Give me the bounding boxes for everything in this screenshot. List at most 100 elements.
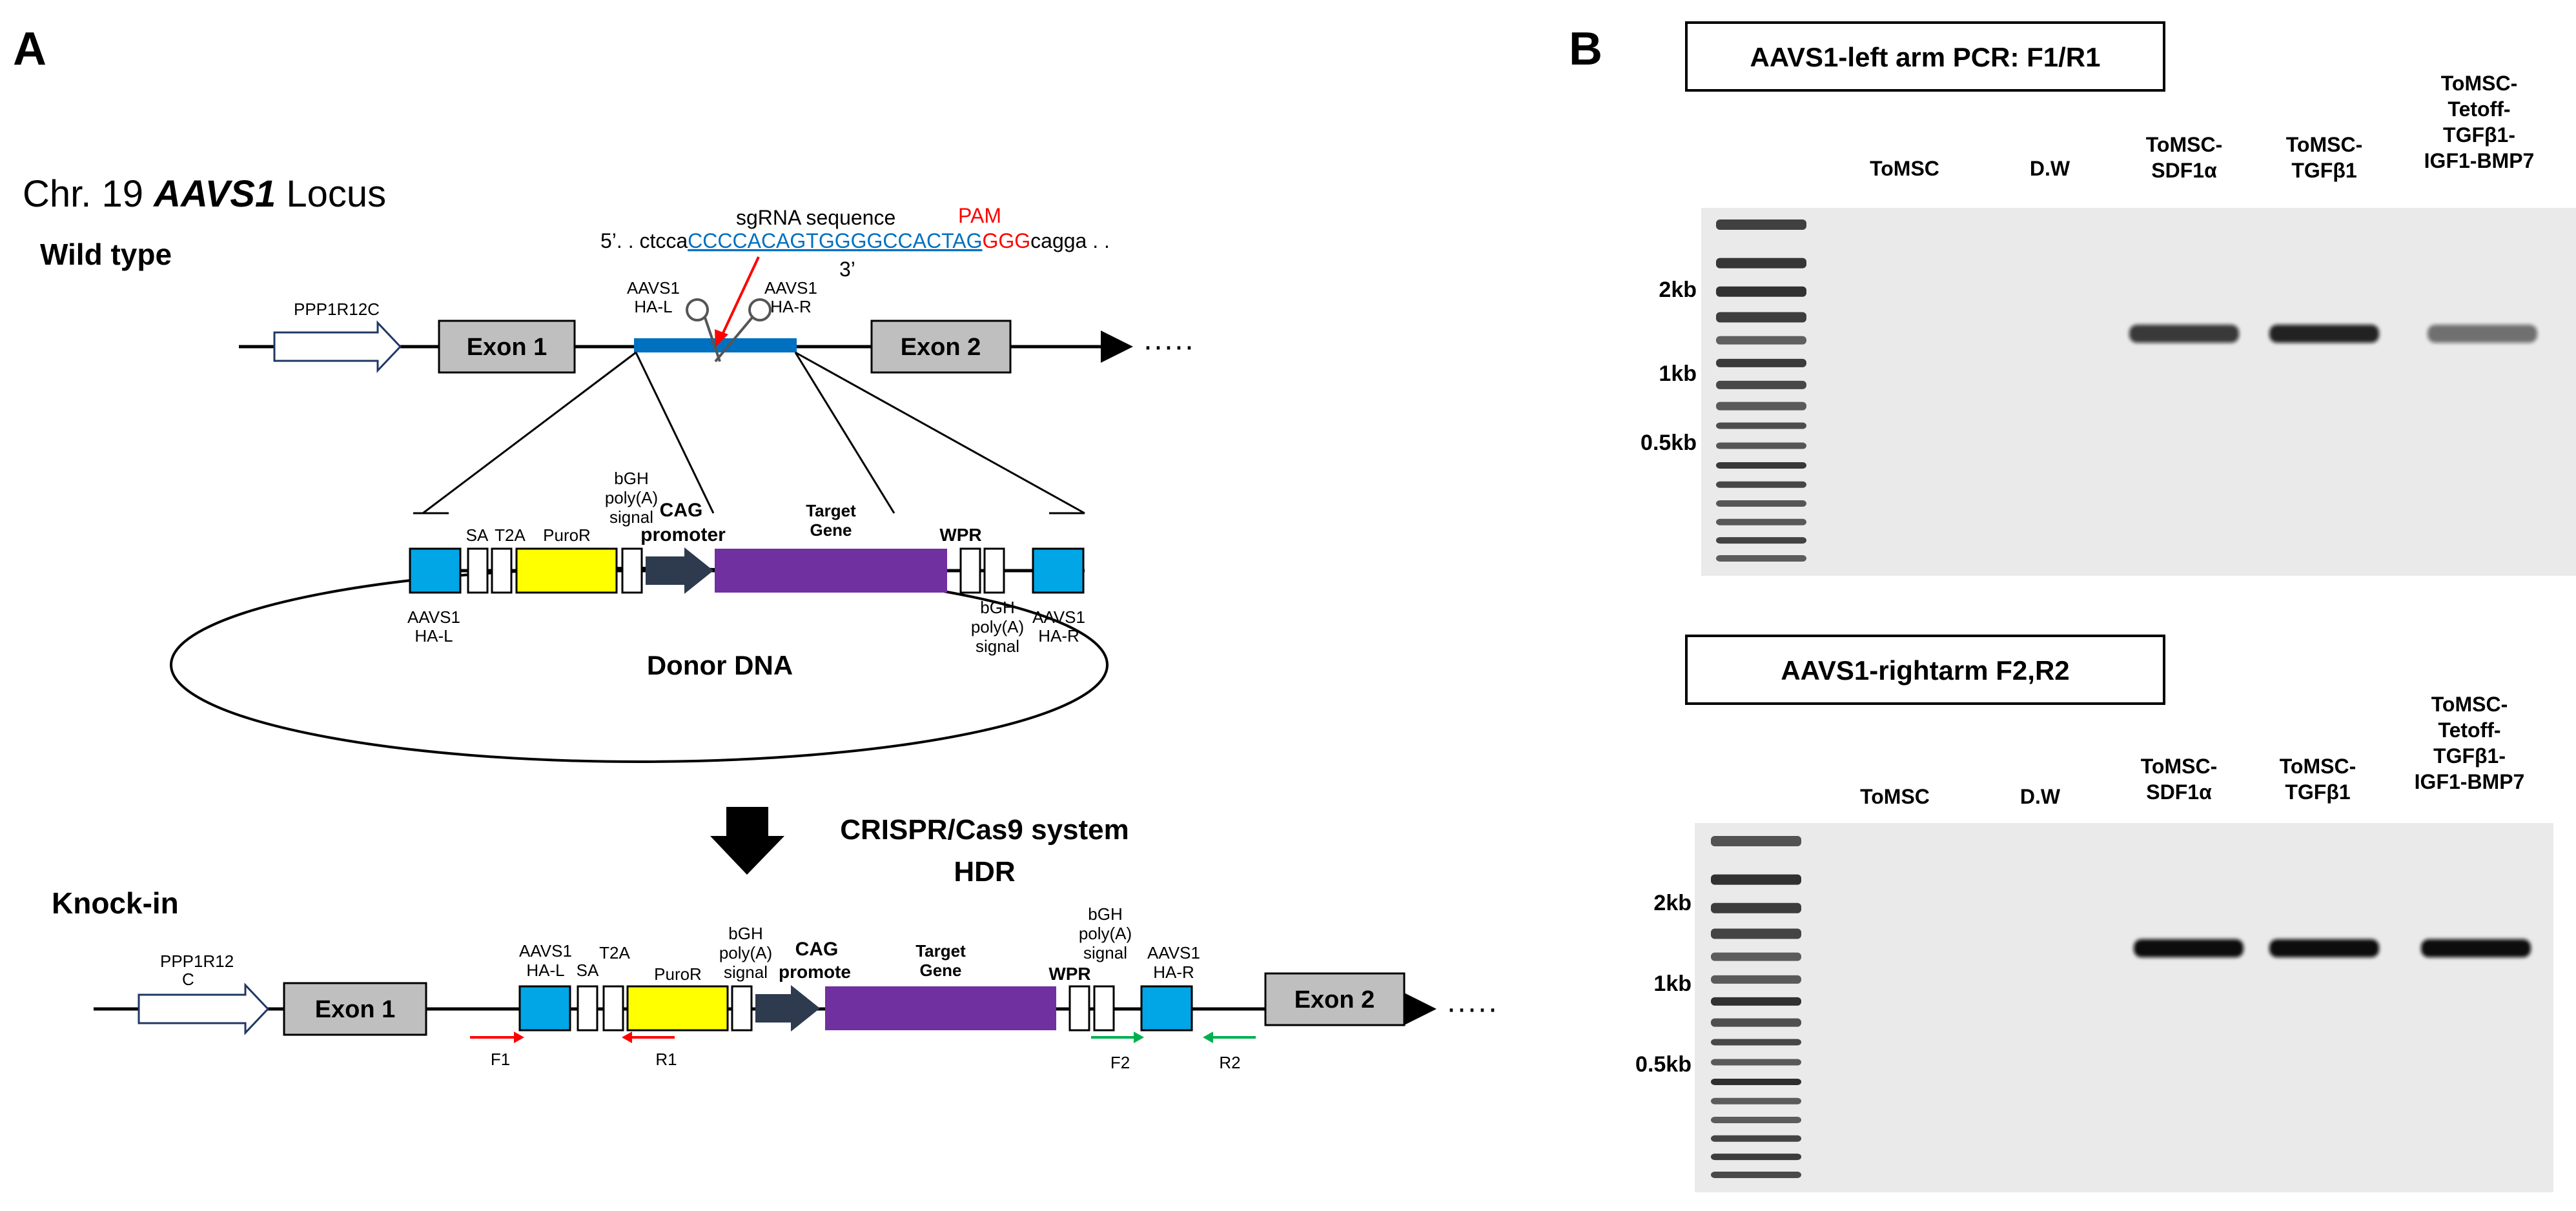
svg-text:Exon 1: Exon 1 — [315, 996, 396, 1023]
donor-sa — [468, 549, 487, 593]
crispr-label: CRISPR/Cas9 system — [840, 814, 1129, 846]
ki-ppp1r12c-arrow: PPP1R12 C — [139, 952, 268, 1033]
ladder-band — [1716, 258, 1806, 269]
svg-text:1kb: 1kb — [1653, 972, 1692, 996]
svg-text:TGFβ1: TGFβ1 — [2291, 159, 2356, 182]
ladder-band — [1711, 1098, 1801, 1104]
donor-ha-r — [1033, 549, 1083, 593]
primer-f1-arrow: F1 — [470, 1032, 524, 1069]
svg-text:ToMSC: ToMSC — [1860, 785, 1930, 808]
svg-text:SA: SA — [466, 525, 489, 545]
ladder-band — [1711, 903, 1801, 913]
svg-text:Exon 2: Exon 2 — [901, 334, 981, 361]
primer-r1-arrow: R1 — [622, 1032, 677, 1069]
ki-t2a — [604, 986, 623, 1030]
ladder-band — [1711, 1135, 1801, 1142]
ladder-band — [1711, 1039, 1801, 1045]
ki-labels: AAVS1 HA-L SA T2A PuroR bGH poly(A) sign… — [519, 904, 1200, 984]
panel-b: B AAVS1-left arm PCR: F1/R1 ToMSC D.W To… — [1569, 23, 2576, 1192]
pcr-band — [2428, 325, 2537, 343]
ki-ha-r — [1141, 986, 1192, 1030]
ladder-band — [1716, 381, 1806, 389]
svg-text:0.5kb: 0.5kb — [1641, 431, 1697, 455]
ladder-band — [1711, 928, 1801, 939]
svg-text:2kb: 2kb — [1659, 278, 1697, 302]
ladder-band — [1711, 1172, 1801, 1178]
svg-text:HA-L: HA-L — [526, 961, 564, 980]
locus-title: Chr. 19 AAVS1 Locus — [23, 173, 386, 215]
ladder-band — [1716, 422, 1806, 429]
ki-target-gene — [825, 986, 1056, 1030]
svg-text:D.W: D.W — [2020, 785, 2061, 808]
ki-dots: ····· — [1446, 992, 1498, 1026]
svg-text:TGFβ1-: TGFβ1- — [2433, 744, 2506, 768]
ladder-band — [1716, 219, 1806, 230]
svg-text:bGH: bGH — [1088, 904, 1122, 924]
svg-text:AAVS1: AAVS1 — [407, 607, 460, 627]
svg-text:IGF1-BMP7: IGF1-BMP7 — [2424, 149, 2535, 172]
svg-text:HA-R: HA-R — [770, 297, 812, 316]
gel-2-image — [1695, 823, 2553, 1192]
ki-exon-1: Exon 1 — [284, 983, 426, 1035]
svg-text:poly(A): poly(A) — [1079, 924, 1132, 943]
svg-text:0.5kb: 0.5kb — [1635, 1052, 1692, 1077]
svg-text:HA-L: HA-L — [414, 626, 453, 646]
svg-text:signal: signal — [976, 636, 1019, 656]
ladder-band — [1716, 462, 1806, 469]
gel-1-bands — [2129, 325, 2537, 343]
ladder-band — [1711, 1079, 1801, 1085]
svg-text:CAG: CAG — [660, 500, 703, 521]
svg-text:PuroR: PuroR — [654, 964, 702, 984]
ladder-band — [1716, 555, 1806, 562]
pcr-band — [2134, 939, 2244, 957]
ladder-band — [1716, 537, 1806, 544]
svg-text:Tetoff-: Tetoff- — [2438, 718, 2500, 742]
svg-text:Exon 1: Exon 1 — [467, 334, 547, 361]
gel-1-markers: 2kb 1kb 0.5kb — [1641, 278, 1697, 455]
ladder-band — [1711, 997, 1801, 1006]
gel-2-markers: 2kb 1kb 0.5kb — [1635, 891, 1692, 1077]
seq-3prime: 3’ — [839, 258, 855, 281]
ladder-band — [1716, 482, 1806, 488]
svg-text:F1: F1 — [491, 1050, 510, 1069]
svg-text:AAVS1: AAVS1 — [1147, 943, 1200, 962]
ladder-band — [1711, 953, 1801, 961]
ladder-band — [1716, 443, 1806, 449]
panel-a: A Chr. 19 AAVS1 Locus Wild type sgRNA se… — [13, 23, 1498, 1072]
svg-text:AAVS1-rightarm F2,R2: AAVS1-rightarm F2,R2 — [1781, 655, 2069, 686]
wt-ppp1r12c-arrow: PPP1R12C — [274, 300, 400, 371]
svg-text:TGFβ1-: TGFβ1- — [2443, 123, 2515, 147]
donor-ha-l — [410, 549, 460, 593]
ki-puror — [628, 986, 728, 1030]
svg-text:C: C — [182, 970, 194, 989]
svg-text:R1: R1 — [655, 1050, 677, 1069]
ladder-band — [1716, 500, 1806, 507]
svg-text:2kb: 2kb — [1653, 891, 1692, 915]
svg-text:IGF1-BMP7: IGF1-BMP7 — [2415, 770, 2525, 793]
knock-in-label: Knock-in — [52, 886, 179, 920]
svg-text:PuroR: PuroR — [543, 525, 591, 545]
svg-text:SDF1α: SDF1α — [2151, 159, 2217, 182]
hdr-label: HDR — [954, 856, 1015, 888]
ladder-band — [1711, 836, 1801, 846]
gel-2-lane-labels: ToMSC D.W ToMSC- SDF1α ToMSC- TGFβ1 ToMS… — [1860, 693, 2524, 808]
wt-ha-l-label: AAVS1 HA-L — [627, 278, 680, 316]
svg-text:AAVS1: AAVS1 — [519, 941, 572, 961]
svg-text:AAVS1: AAVS1 — [627, 278, 680, 298]
svg-text:TGFβ1: TGFβ1 — [2285, 780, 2350, 804]
svg-text:Target: Target — [915, 941, 966, 961]
svg-text:ToMSC: ToMSC — [1870, 157, 1939, 180]
wt-exon-1: Exon 1 — [439, 321, 575, 372]
ladder-band — [1716, 287, 1806, 297]
svg-text:WPR: WPR — [939, 525, 981, 545]
pcr-band — [2269, 325, 2379, 343]
svg-text:WPR: WPR — [1048, 964, 1090, 984]
svg-text:promoter: promoter — [640, 524, 726, 545]
wt-dots: ····· — [1143, 329, 1194, 363]
primer-r2-arrow: R2 — [1203, 1032, 1256, 1072]
donor-dna-label: Donor DNA — [647, 650, 793, 680]
sgrna-label: sgRNA sequence — [736, 206, 895, 229]
ki-wpr-1 — [1070, 986, 1089, 1030]
svg-text:poly(A): poly(A) — [605, 488, 658, 507]
svg-text:ToMSC-: ToMSC- — [2146, 133, 2222, 156]
